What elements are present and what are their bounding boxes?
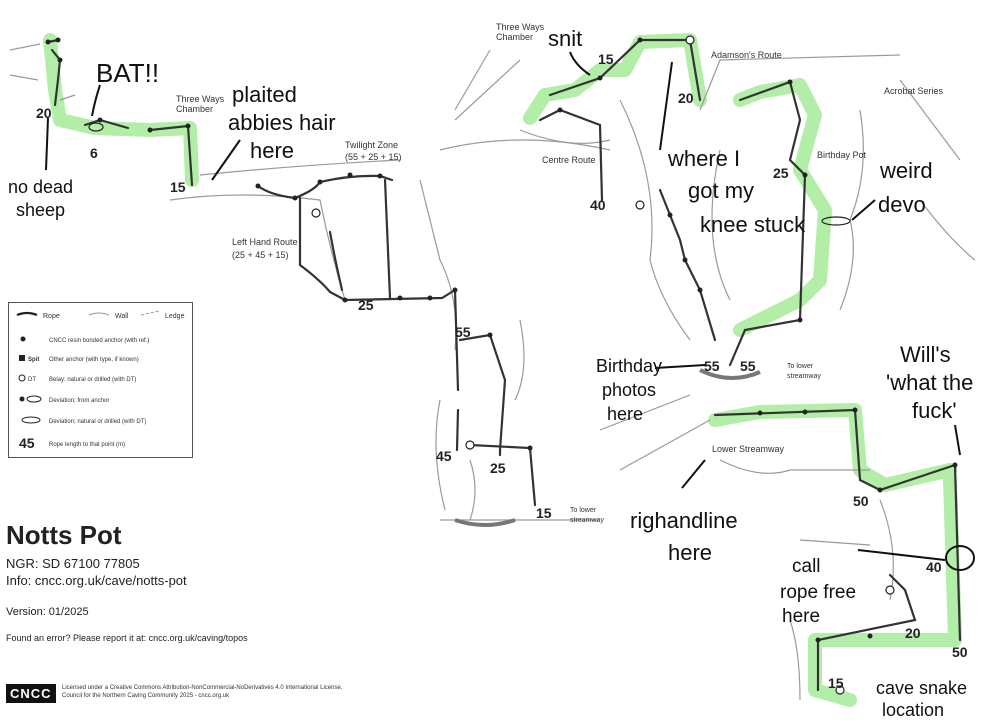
version-label: Version: 01/2025 — [6, 606, 89, 618]
label-lower-streamway: Lower Streamway — [712, 444, 785, 454]
note-cave-snake-1: cave snake — [876, 678, 967, 698]
note-no-dead: no dead — [8, 177, 73, 197]
rope-length: 20 — [36, 105, 52, 121]
rope-length: 40 — [926, 559, 942, 575]
legend-ledge: Ledge — [165, 313, 185, 320]
label-acrobat: Acrobat Series — [884, 86, 944, 96]
note-wills-3: fuck' — [912, 398, 957, 423]
cncc-logo: CNCC — [6, 684, 56, 703]
label-to-lower-2: streamway — [570, 517, 604, 524]
note-weird: weird — [879, 158, 933, 183]
page-title: Notts Pot — [6, 520, 122, 550]
belay-points — [311, 35, 895, 695]
rope-length: 50 — [952, 644, 968, 660]
note-birthday-2: photos — [602, 380, 656, 400]
cave-walls — [9, 43, 976, 701]
info-link[interactable]: Info: cncc.org.uk/cave/notts-pot — [6, 573, 187, 588]
legend-belay: Belay: natural or drilled (with DT) — [49, 377, 136, 383]
note-bat: BAT!! — [96, 58, 159, 88]
rope-length: 40 — [590, 197, 606, 213]
grid-reference: NGR: SD 67100 77805 — [6, 556, 140, 571]
rope-length: 15 — [536, 505, 552, 521]
license-text: Licensed under a Creative Commons Attrib… — [62, 684, 362, 700]
note-cave-snake-2: location — [882, 700, 944, 719]
legend-spit-symbol: Spit — [28, 357, 39, 363]
note-where-i: where I — [667, 146, 740, 171]
anchor-points — [45, 37, 958, 643]
label-to-lower-4: streamway — [787, 373, 821, 380]
legend-wall: Wall — [115, 313, 129, 320]
note-wills-1: Will's — [900, 342, 951, 367]
label-adamsons: Adamson's Route — [711, 50, 782, 60]
rope-length: 20 — [678, 90, 694, 106]
label-birthday: Birthday Pot — [817, 150, 867, 160]
note-devo: devo — [878, 192, 926, 217]
legend-symbols: Rope Wall Ledge CNCC resin bonded anchor… — [16, 310, 185, 451]
label-left-hand-lengths: (25 + 45 + 15) — [232, 250, 289, 260]
lower-ledge-right — [699, 368, 761, 381]
rope-length: 55 — [704, 358, 720, 374]
rope-length: 55 — [455, 324, 471, 340]
note-rig-1: righandline — [630, 508, 738, 533]
rope-length: 15 — [598, 51, 614, 67]
legend-belay-symbol: DT — [28, 377, 36, 383]
note-call-2: rope free — [780, 582, 856, 603]
note-knee-stuck: knee stuck — [700, 212, 806, 237]
map-legend: Rope Wall Ledge CNCC resin bonded anchor… — [8, 302, 193, 458]
label-twilight-lengths: (55 + 25 + 15) — [345, 152, 402, 162]
note-call-1: call — [792, 556, 821, 577]
legend-anchor-ref: CNCC resin bonded anchor (with ref.) — [49, 338, 149, 344]
legend-rope-length: Rope length to that point (m) — [49, 442, 125, 448]
note-wills-2: 'what the — [886, 370, 973, 395]
handwritten-notes: BAT!! plaited abbies hair here no dead s… — [8, 26, 975, 720]
license-line-2: Council for the Northern Caving Communit… — [62, 693, 230, 699]
note-here-1: here — [250, 138, 294, 163]
label-left-hand: Left Hand Route — [232, 237, 298, 247]
rope-lines — [46, 38, 962, 692]
label-centre: Centre Route — [542, 155, 596, 165]
note-plaited: plaited — [232, 82, 297, 107]
rope-length-labels: 20 6 15 25 55 45 25 15 15 20 40 25 55 55… — [36, 51, 968, 691]
lower-ledge-left — [454, 518, 516, 527]
rope-length: 25 — [490, 460, 506, 476]
license-line-1: Licensed under a Creative Commons Attrib… — [62, 685, 343, 691]
note-got-my: got my — [688, 178, 754, 203]
rope-length: 6 — [90, 145, 98, 161]
rope-length: 15 — [170, 179, 186, 195]
label-twilight: Twilight Zone — [345, 140, 398, 150]
rope-length: 20 — [905, 625, 921, 641]
rope-length: 25 — [358, 297, 374, 313]
note-call-3: here — [782, 606, 820, 627]
rope-length: 25 — [773, 165, 789, 181]
label-to-lower-1: To lower — [570, 507, 597, 514]
note-birthday-3: here — [607, 404, 643, 424]
rope-length: 55 — [740, 358, 756, 374]
legend-rope-length-symbol: 45 — [19, 435, 35, 451]
legend-spit: Other anchor (with type, if known) — [49, 357, 139, 363]
note-abbies-hair: abbies hair — [228, 110, 336, 135]
rope-length: 15 — [828, 675, 844, 691]
legend-deviation-anchor: Deviation; from anchor — [49, 398, 109, 404]
rope-length: 50 — [853, 493, 869, 509]
note-birthday-1: Birthday — [596, 356, 662, 376]
deviation-marker — [88, 122, 104, 132]
note-sheep: sheep — [16, 200, 65, 220]
label-to-lower-3: To lower — [787, 363, 814, 370]
legend-rope: Rope — [43, 313, 60, 320]
error-report-note: Found an error? Please report it at: cnc… — [6, 633, 248, 643]
note-rig-2: here — [668, 540, 712, 565]
note-snit: snit — [548, 26, 582, 51]
rope-length: 45 — [436, 448, 452, 464]
legend-deviation-natural: Deviation; natural or drilled (with DT) — [49, 419, 146, 425]
natural-deviation-marker — [821, 216, 851, 226]
